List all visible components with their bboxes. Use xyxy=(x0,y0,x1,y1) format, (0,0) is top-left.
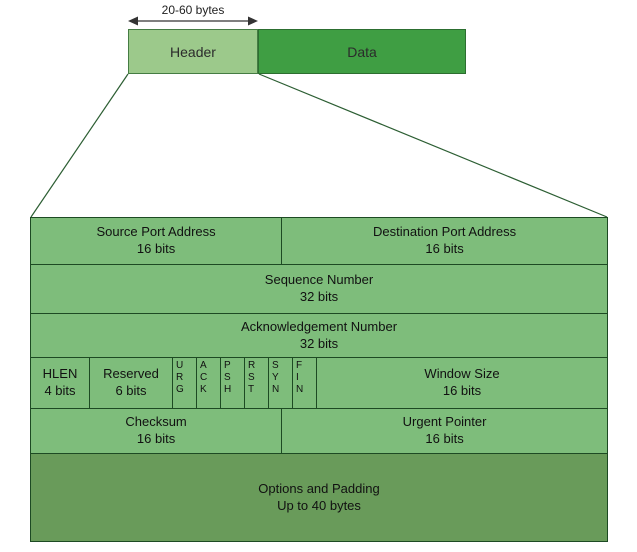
cell-sequence-number: Sequence Number 32 bits xyxy=(31,265,607,313)
flag-cell-syn: SYN xyxy=(269,358,293,408)
cell-title: Checksum xyxy=(125,414,187,430)
flag-label: ACK xyxy=(200,360,208,395)
cell-title: HLEN xyxy=(42,366,78,382)
header-box: Header xyxy=(128,29,258,74)
cell-checksum: Checksum 16 bits xyxy=(31,409,283,453)
cell-title: Urgent Pointer xyxy=(402,414,487,430)
flag-cell-urg: URG xyxy=(173,358,197,408)
cell-bits: 4 bits xyxy=(44,383,76,398)
cell-acknowledgement-number: Acknowledgement Number 32 bits xyxy=(31,314,607,357)
cell-bits: 16 bits xyxy=(442,383,482,398)
tcp-header-table: Source Port Address 16 bits Destination … xyxy=(30,217,608,542)
flag-label: PSH xyxy=(224,360,232,395)
cell-bits: 6 bits xyxy=(115,383,147,398)
table-row-sequence: Sequence Number 32 bits xyxy=(31,265,607,314)
flag-label: SYN xyxy=(272,360,280,395)
cell-reserved: Reserved 6 bits xyxy=(90,358,173,408)
cell-options-padding: Options and Padding Up to 40 bytes xyxy=(31,454,607,541)
cell-bits: 16 bits xyxy=(136,241,176,256)
flag-cell-rst: RST xyxy=(245,358,269,408)
cell-title: Reserved xyxy=(103,366,159,382)
cell-title: Window Size xyxy=(424,366,500,382)
size-arrow xyxy=(128,16,258,26)
cell-source-port: Source Port Address 16 bits xyxy=(31,218,283,264)
table-row-ports: Source Port Address 16 bits Destination … xyxy=(31,218,607,265)
flag-label: URG xyxy=(176,360,184,395)
table-row-flags: HLEN 4 bits Reserved 6 bits URG ACK PSH … xyxy=(31,358,607,409)
cell-bits: 16 bits xyxy=(425,431,464,446)
cell-title: Destination Port Address xyxy=(373,224,517,240)
cell-title: Source Port Address xyxy=(96,224,216,240)
data-box: Data xyxy=(258,29,466,74)
table-row-checksum: Checksum 16 bits Urgent Pointer 16 bits xyxy=(31,409,607,454)
cell-bits: 32 bits xyxy=(299,289,339,304)
cell-hlen: HLEN 4 bits xyxy=(31,358,90,408)
cell-bits: 32 bits xyxy=(299,335,339,351)
table-row-options: Options and Padding Up to 40 bytes xyxy=(31,454,607,541)
cell-urgent-pointer: Urgent Pointer 16 bits xyxy=(282,409,607,453)
connector-left-line xyxy=(30,73,129,218)
cell-destination-port: Destination Port Address 16 bits xyxy=(282,218,607,264)
data-box-label: Data xyxy=(347,43,377,60)
cell-window-size: Window Size 16 bits xyxy=(317,358,607,408)
cell-bits: 16 bits xyxy=(136,431,176,446)
flag-label: FIN xyxy=(296,360,304,395)
size-label: 20-60 bytes xyxy=(161,3,225,17)
table-row-acknowledgement: Acknowledgement Number 32 bits xyxy=(31,314,607,358)
header-box-label: Header xyxy=(170,43,216,60)
connector-right-line xyxy=(258,73,608,218)
cell-title: Acknowledgement Number xyxy=(240,318,398,334)
cell-bits: 16 bits xyxy=(425,241,464,256)
flag-label: RST xyxy=(248,360,256,395)
flag-cell-fin: FIN xyxy=(293,358,317,408)
cell-bits: Up to 40 bytes xyxy=(277,497,361,513)
cell-title: Sequence Number xyxy=(264,272,374,288)
cell-title: Options and Padding xyxy=(258,480,380,496)
flag-cell-psh: PSH xyxy=(221,358,245,408)
flag-cell-ack: ACK xyxy=(197,358,221,408)
